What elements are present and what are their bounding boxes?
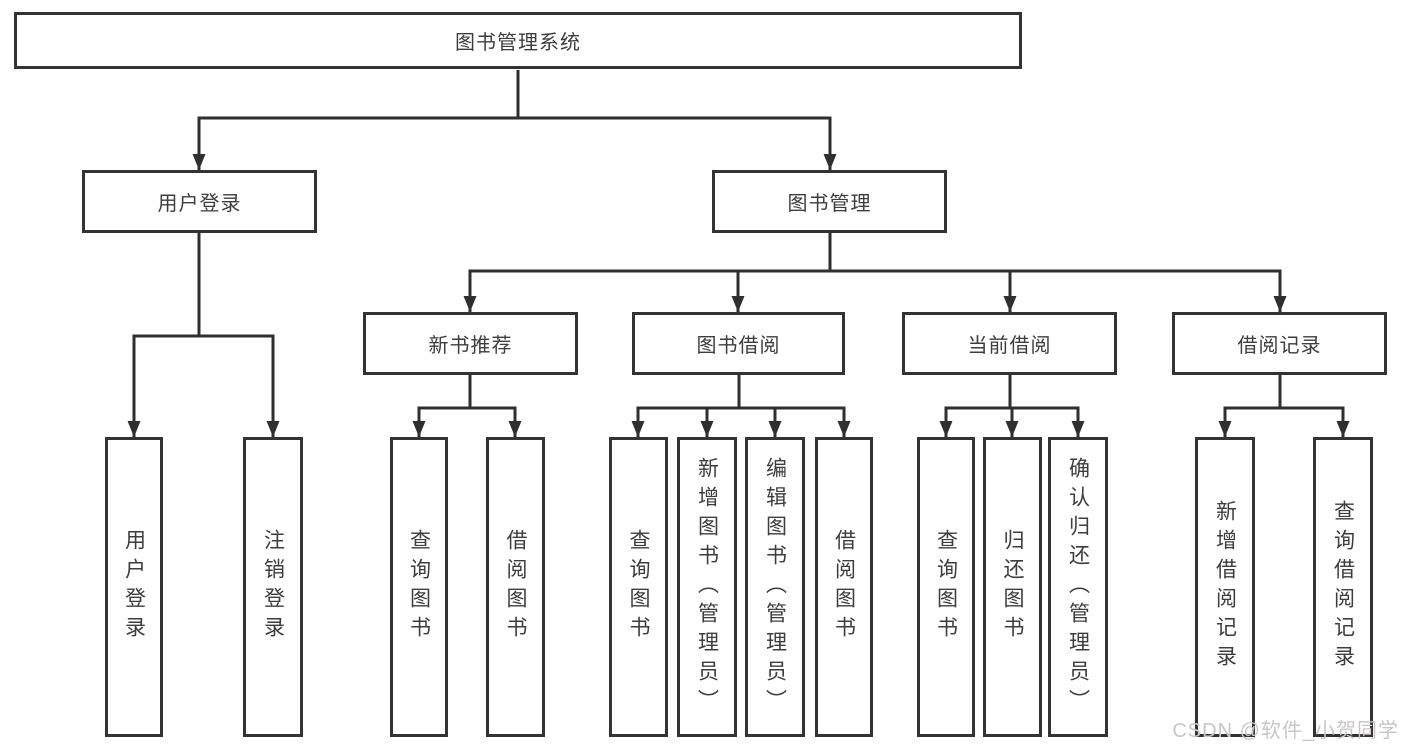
node-new-book-recommend: 新书推荐	[363, 312, 578, 375]
node-root: 图书管理系统	[14, 12, 1022, 69]
leaf-query-books-borrow-label: 查询图书	[627, 529, 650, 645]
node-book-management-label: 图书管理	[787, 193, 872, 215]
leaf-query-borrow-record: 查询借阅记录	[1313, 437, 1373, 737]
leaf-return-book: 归还图书	[983, 437, 1042, 737]
leaf-query-books-borrow: 查询图书	[609, 437, 668, 737]
connector-user-login-children	[127, 233, 280, 437]
leaf-add-borrow-record: 新增借阅记录	[1195, 437, 1255, 737]
leaf-return-book-label: 归还图书	[1001, 529, 1024, 645]
leaf-user-login: 用户登录	[105, 437, 163, 737]
connector-book-borrow-children	[631, 375, 851, 437]
connector-borrow-records-children	[1218, 375, 1350, 437]
leaf-logout: 注销登录	[243, 437, 303, 737]
leaf-edit-book-admin-label: 编辑图书（管理员）	[763, 456, 787, 718]
leaf-add-book-admin: 新增图书（管理员）	[677, 437, 737, 737]
leaf-borrow-books-borrow: 借阅图书	[815, 437, 873, 737]
leaf-query-borrow-record-label: 查询借阅记录	[1331, 500, 1355, 674]
leaf-query-books-current: 查询图书	[917, 437, 975, 737]
connector-current-borrow-children	[939, 375, 1085, 437]
node-current-borrow-label: 当前借阅	[967, 335, 1052, 357]
connector-new-book-recommend-children	[412, 375, 522, 437]
connector-root-to-level2	[192, 70, 837, 170]
leaf-query-books-recommend: 查询图书	[390, 437, 448, 737]
leaf-borrow-books-recommend-label: 借阅图书	[504, 529, 527, 645]
node-current-borrow: 当前借阅	[902, 312, 1117, 375]
node-borrow-records: 借阅记录	[1172, 312, 1387, 375]
leaf-query-books-current-label: 查询图书	[934, 529, 958, 645]
leaf-confirm-return-admin: 确认归还（管理员）	[1048, 437, 1108, 737]
node-user-login-label: 用户登录	[157, 193, 242, 215]
node-book-borrow: 图书借阅	[632, 312, 845, 375]
node-book-borrow-label: 图书借阅	[696, 335, 781, 357]
leaf-confirm-return-admin-label: 确认归还（管理员）	[1066, 456, 1090, 718]
leaf-add-book-admin-label: 新增图书（管理员）	[695, 456, 719, 718]
csdn-watermark: CSDN @软件_小贺同学	[1172, 720, 1399, 742]
leaf-borrow-books-recommend: 借阅图书	[486, 437, 545, 737]
leaf-query-books-recommend-label: 查询图书	[407, 529, 431, 645]
leaf-user-login-label: 用户登录	[122, 529, 146, 645]
leaf-logout-label: 注销登录	[261, 529, 285, 645]
connector-book-management-children	[463, 233, 1287, 312]
node-book-management: 图书管理	[712, 170, 947, 233]
leaf-borrow-books-borrow-label: 借阅图书	[832, 529, 856, 645]
leaf-add-borrow-record-label: 新增借阅记录	[1213, 500, 1237, 674]
node-root-label: 图书管理系统	[455, 32, 581, 54]
node-user-login: 用户登录	[82, 170, 317, 233]
leaf-edit-book-admin: 编辑图书（管理员）	[745, 437, 805, 737]
node-new-book-recommend-label: 新书推荐	[428, 335, 513, 357]
node-borrow-records-label: 借阅记录	[1237, 335, 1322, 357]
